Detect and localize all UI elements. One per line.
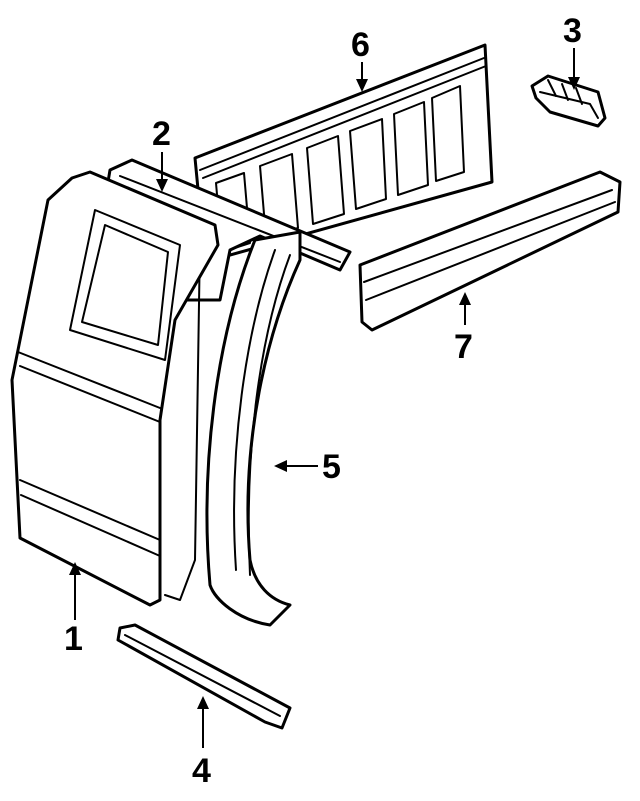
part-5-inner-pillar bbox=[205, 230, 302, 627]
part-1-side-panel bbox=[10, 170, 220, 607]
part-3-bracket bbox=[530, 74, 607, 128]
leader-lines bbox=[69, 48, 580, 748]
callout-5: 5 bbox=[322, 448, 341, 486]
callout-4: 4 bbox=[192, 752, 211, 790]
callout-7: 7 bbox=[454, 328, 473, 366]
part-4-sill bbox=[116, 623, 292, 730]
part-7-rail bbox=[358, 170, 622, 332]
callout-2: 2 bbox=[152, 115, 171, 153]
callout-1: 1 bbox=[64, 620, 83, 658]
callout-6: 6 bbox=[351, 26, 370, 64]
callout-3: 3 bbox=[563, 12, 582, 50]
